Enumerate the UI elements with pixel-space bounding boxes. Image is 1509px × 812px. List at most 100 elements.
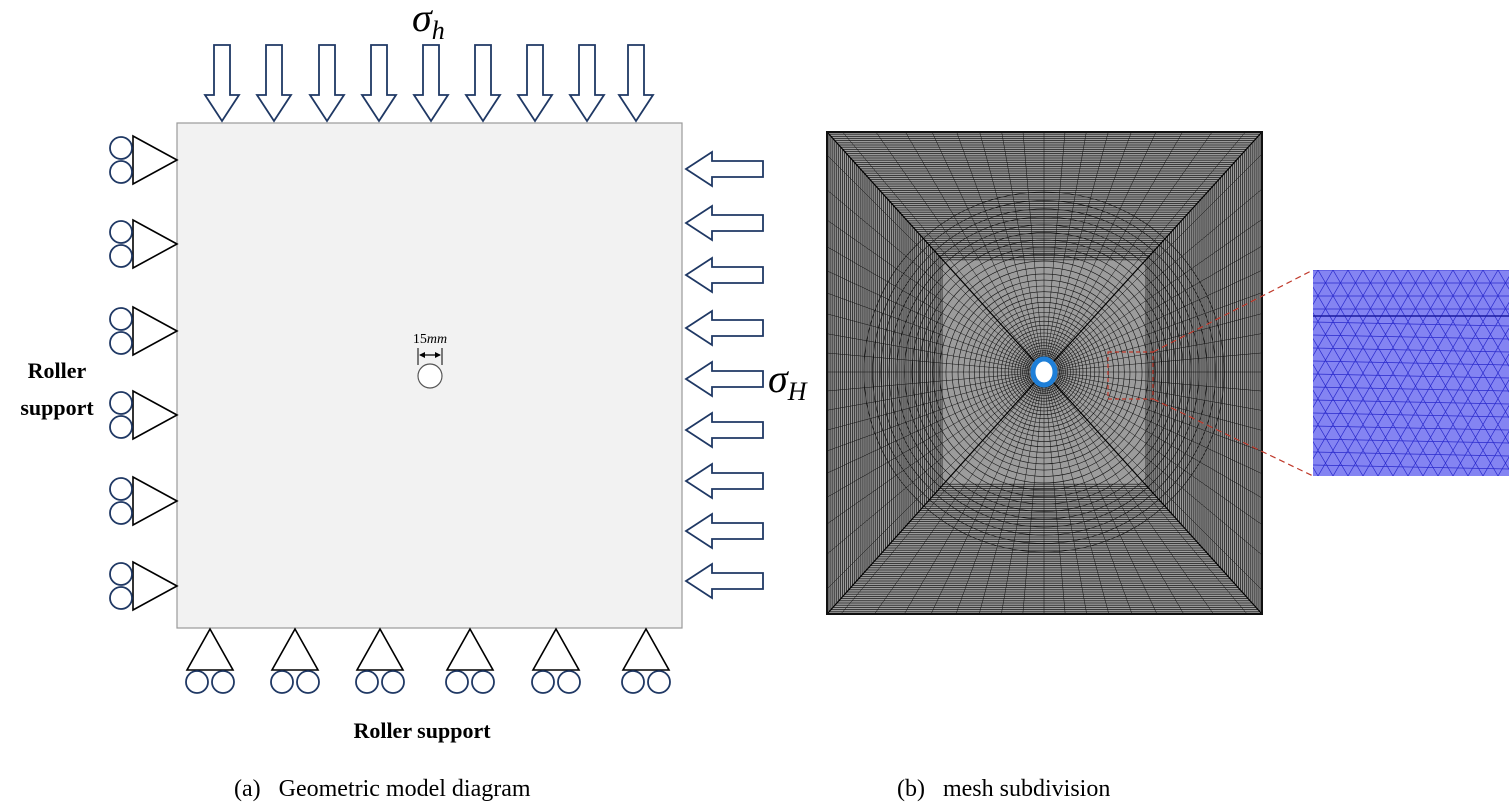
mesh-line bbox=[1043, 188, 1262, 373]
mesh-line bbox=[925, 253, 1163, 491]
roller-support-triangle bbox=[132, 560, 179, 612]
mesh-line bbox=[957, 285, 1131, 459]
mesh-line bbox=[1043, 245, 1262, 373]
load-arrow-left bbox=[684, 150, 764, 188]
roller-circle bbox=[109, 415, 133, 439]
mesh-line bbox=[844, 151, 1245, 595]
mesh-line bbox=[1043, 371, 1262, 591]
mesh-line bbox=[869, 179, 1220, 566]
mesh-line bbox=[1043, 371, 1262, 525]
mesh-line bbox=[1026, 354, 1062, 390]
roller-circle bbox=[647, 670, 671, 694]
mesh-line bbox=[1001, 371, 1045, 614]
mesh-line bbox=[1043, 313, 1262, 373]
load-arrow-down bbox=[412, 44, 450, 123]
mesh-line bbox=[903, 371, 1045, 614]
mesh-line bbox=[1000, 328, 1088, 416]
roller-circle bbox=[621, 670, 645, 694]
mesh-line bbox=[1043, 371, 1262, 474]
zoom-mesh-line bbox=[1313, 438, 1509, 444]
mesh-line bbox=[842, 132, 1045, 373]
mesh-line bbox=[827, 371, 1045, 452]
load-arrow-left bbox=[684, 256, 764, 294]
zoom-mesh-line bbox=[1313, 270, 1364, 357]
mesh-line bbox=[1043, 132, 1132, 373]
mesh-line bbox=[827, 313, 1045, 373]
mesh-line bbox=[873, 183, 1216, 562]
roller-circle bbox=[109, 562, 133, 586]
zoom-mesh-line bbox=[1313, 389, 1364, 476]
mesh-line bbox=[877, 187, 1212, 558]
roller-support-triangle bbox=[132, 475, 179, 527]
zoom-inset bbox=[1313, 270, 1509, 476]
roller-circle bbox=[109, 331, 133, 355]
mesh-line bbox=[874, 371, 1045, 614]
zoom-mesh-line bbox=[1392, 270, 1509, 470]
mesh-line bbox=[978, 371, 1045, 614]
mesh-line bbox=[992, 320, 1096, 424]
load-arrow-left bbox=[684, 411, 764, 449]
zoom-mesh-line bbox=[1313, 415, 1349, 476]
mesh-line bbox=[827, 371, 1045, 431]
roller-support-triangle bbox=[445, 627, 495, 671]
bottom-support-label: Roller support bbox=[353, 718, 491, 743]
zoom-mesh-line bbox=[1313, 286, 1424, 476]
zoom-mesh-line bbox=[1313, 373, 1509, 379]
zoom-region-marker bbox=[1107, 351, 1154, 400]
mesh-line bbox=[846, 153, 1243, 593]
load-arrow-left bbox=[684, 204, 764, 242]
zoom-inset-mesh bbox=[1313, 270, 1509, 476]
roller-circle bbox=[109, 586, 133, 610]
mesh-line bbox=[875, 185, 1214, 560]
mesh-line bbox=[867, 177, 1222, 569]
roller-circle bbox=[557, 670, 581, 694]
mesh-line bbox=[827, 132, 1045, 373]
mesh-line bbox=[863, 191, 1225, 553]
left-roller-supports bbox=[109, 134, 179, 612]
zoom-mesh-line bbox=[1313, 334, 1509, 340]
mesh-line bbox=[1017, 345, 1071, 399]
zoom-mesh-line bbox=[1317, 270, 1439, 476]
mesh-line bbox=[859, 168, 1229, 577]
roller-circle bbox=[109, 220, 133, 244]
roller-support-triangle bbox=[355, 627, 405, 671]
zoom-mesh-line bbox=[1313, 347, 1509, 353]
mesh-line bbox=[840, 146, 1249, 599]
roller-circle bbox=[109, 477, 133, 501]
mesh-line bbox=[1043, 292, 1262, 373]
mesh-line bbox=[880, 208, 1208, 536]
load-arrow-left bbox=[684, 360, 764, 398]
mesh-line bbox=[1043, 132, 1262, 373]
mesh-line bbox=[827, 371, 1045, 555]
mesh-line bbox=[828, 133, 1261, 613]
hole-dimension-label: 15mm bbox=[413, 332, 447, 347]
load-arrow-down bbox=[516, 44, 554, 123]
mesh-line bbox=[872, 200, 1216, 544]
mesh-line bbox=[838, 144, 1251, 602]
mesh-line bbox=[883, 194, 1206, 551]
mesh-line bbox=[955, 371, 1045, 614]
mesh-line bbox=[1008, 336, 1080, 408]
mesh-line bbox=[1011, 339, 1077, 405]
mesh-line bbox=[1043, 371, 1133, 614]
mesh-line bbox=[1043, 270, 1262, 373]
zoom-mesh-line bbox=[1377, 270, 1499, 476]
mesh-line bbox=[827, 270, 1045, 373]
zoom-mesh-line bbox=[1407, 270, 1509, 445]
roller-circle bbox=[109, 501, 133, 525]
mesh-line bbox=[1043, 371, 1262, 556]
mesh-line bbox=[836, 142, 1253, 604]
mesh-line bbox=[1043, 371, 1158, 614]
panel-a-caption: (a) Geometric model diagram bbox=[234, 776, 531, 802]
borehole-circle bbox=[417, 363, 443, 389]
zoom-mesh-line bbox=[1313, 425, 1509, 431]
zoom-mesh-line bbox=[1347, 270, 1469, 476]
zoom-mesh-line bbox=[1362, 270, 1484, 476]
mesh-line bbox=[840, 371, 1045, 614]
mesh-line bbox=[827, 371, 1045, 498]
mesh-line bbox=[1043, 371, 1110, 614]
mesh-line bbox=[850, 157, 1239, 588]
mesh-line bbox=[1043, 132, 1087, 373]
mesh-line bbox=[983, 311, 1105, 433]
mesh-line bbox=[827, 371, 1045, 525]
